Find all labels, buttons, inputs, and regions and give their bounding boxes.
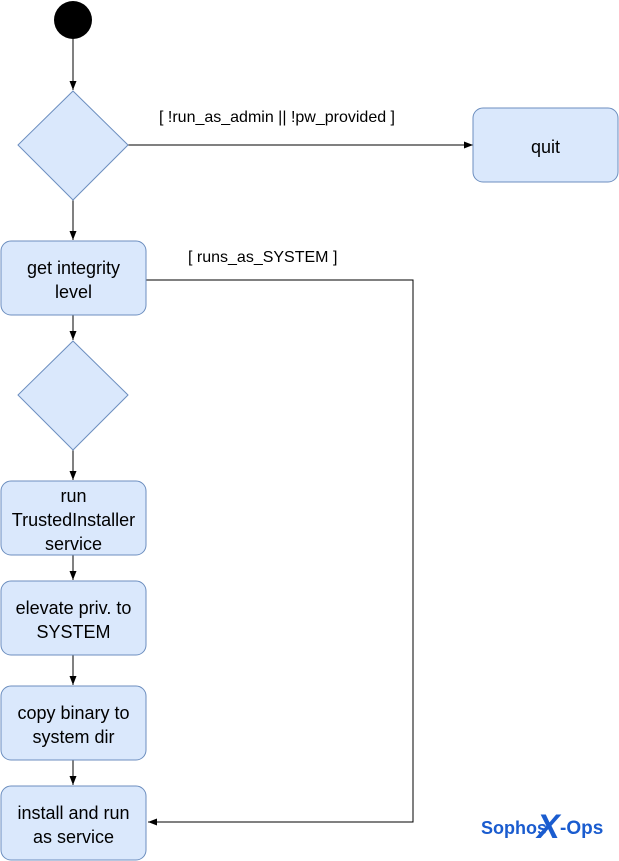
edges xyxy=(69,39,473,826)
node-trustedinstaller-line2: TrustedInstaller xyxy=(12,510,135,530)
node-trustedinstaller-line3: service xyxy=(45,534,102,554)
logo-x-mark: X xyxy=(535,808,562,846)
guard-system-check: [ runs_as_SYSTEM ] xyxy=(188,249,337,266)
node-elevate-line2: SYSTEM xyxy=(36,622,110,642)
node-get-integrity-level: get integrity level xyxy=(0,240,147,316)
node-install-and-run: install and run as service xyxy=(0,785,147,861)
node-quit: quit xyxy=(472,107,619,183)
logo-sophos-text: Sophos xyxy=(481,818,547,838)
start-node xyxy=(54,1,92,39)
node-copy-line2: system dir xyxy=(32,727,114,747)
edge-integrity-to-install xyxy=(146,279,414,826)
node-elevate-line1: elevate priv. to xyxy=(16,598,132,618)
node-integrity-line1: get integrity xyxy=(27,258,120,278)
node-copy-binary: copy binary to system dir xyxy=(0,685,147,761)
node-elevate-priv: elevate priv. to SYSTEM xyxy=(0,580,147,656)
decision-system-check xyxy=(17,340,129,451)
decision-admin-check xyxy=(17,90,129,201)
node-install-line1: install and run xyxy=(17,803,129,823)
logo-ops-text: -Ops xyxy=(560,818,603,839)
guard-admin-check: [ !run_as_admin || !pw_provided ] xyxy=(159,109,395,126)
node-run-trustedinstaller: run TrustedInstaller service xyxy=(0,480,147,556)
node-install-line2: as service xyxy=(33,827,114,847)
node-integrity-line2: level xyxy=(55,282,92,302)
node-quit-line1: quit xyxy=(531,137,560,157)
node-trustedinstaller-line1: run xyxy=(60,486,86,506)
node-copy-line1: copy binary to xyxy=(17,703,129,723)
sophos-xops-logo: Sophos X -Ops xyxy=(481,808,603,846)
